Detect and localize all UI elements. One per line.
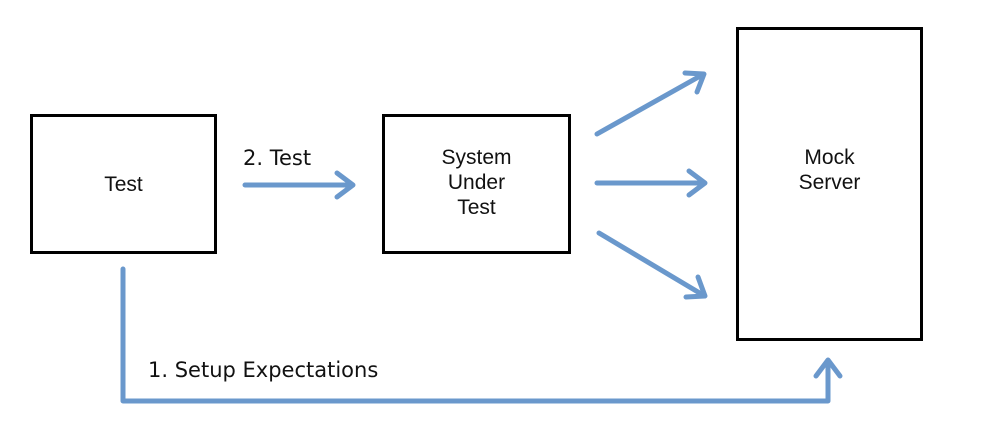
sut-to-mock-lower-arrow — [596, 230, 708, 300]
sut-to-mock-upper-arrow — [594, 70, 707, 137]
test-to-sut-arrow — [242, 170, 356, 200]
mock-server-node-label: Mock Server — [798, 146, 861, 194]
setup-expectations-arrow — [120, 266, 843, 404]
system-under-test-node: System Under Test — [382, 114, 571, 254]
test-step-label: 2. Test — [243, 146, 312, 170]
setup-expectations-label: 1. Setup Expectations — [148, 358, 379, 382]
mock-server-node: Mock Server — [736, 27, 923, 341]
sut-to-mock-middle-arrow — [594, 168, 708, 198]
test-node-label: Test — [104, 172, 143, 196]
test-node: Test — [30, 114, 217, 254]
system-under-test-node-label: System Under Test — [441, 145, 512, 219]
